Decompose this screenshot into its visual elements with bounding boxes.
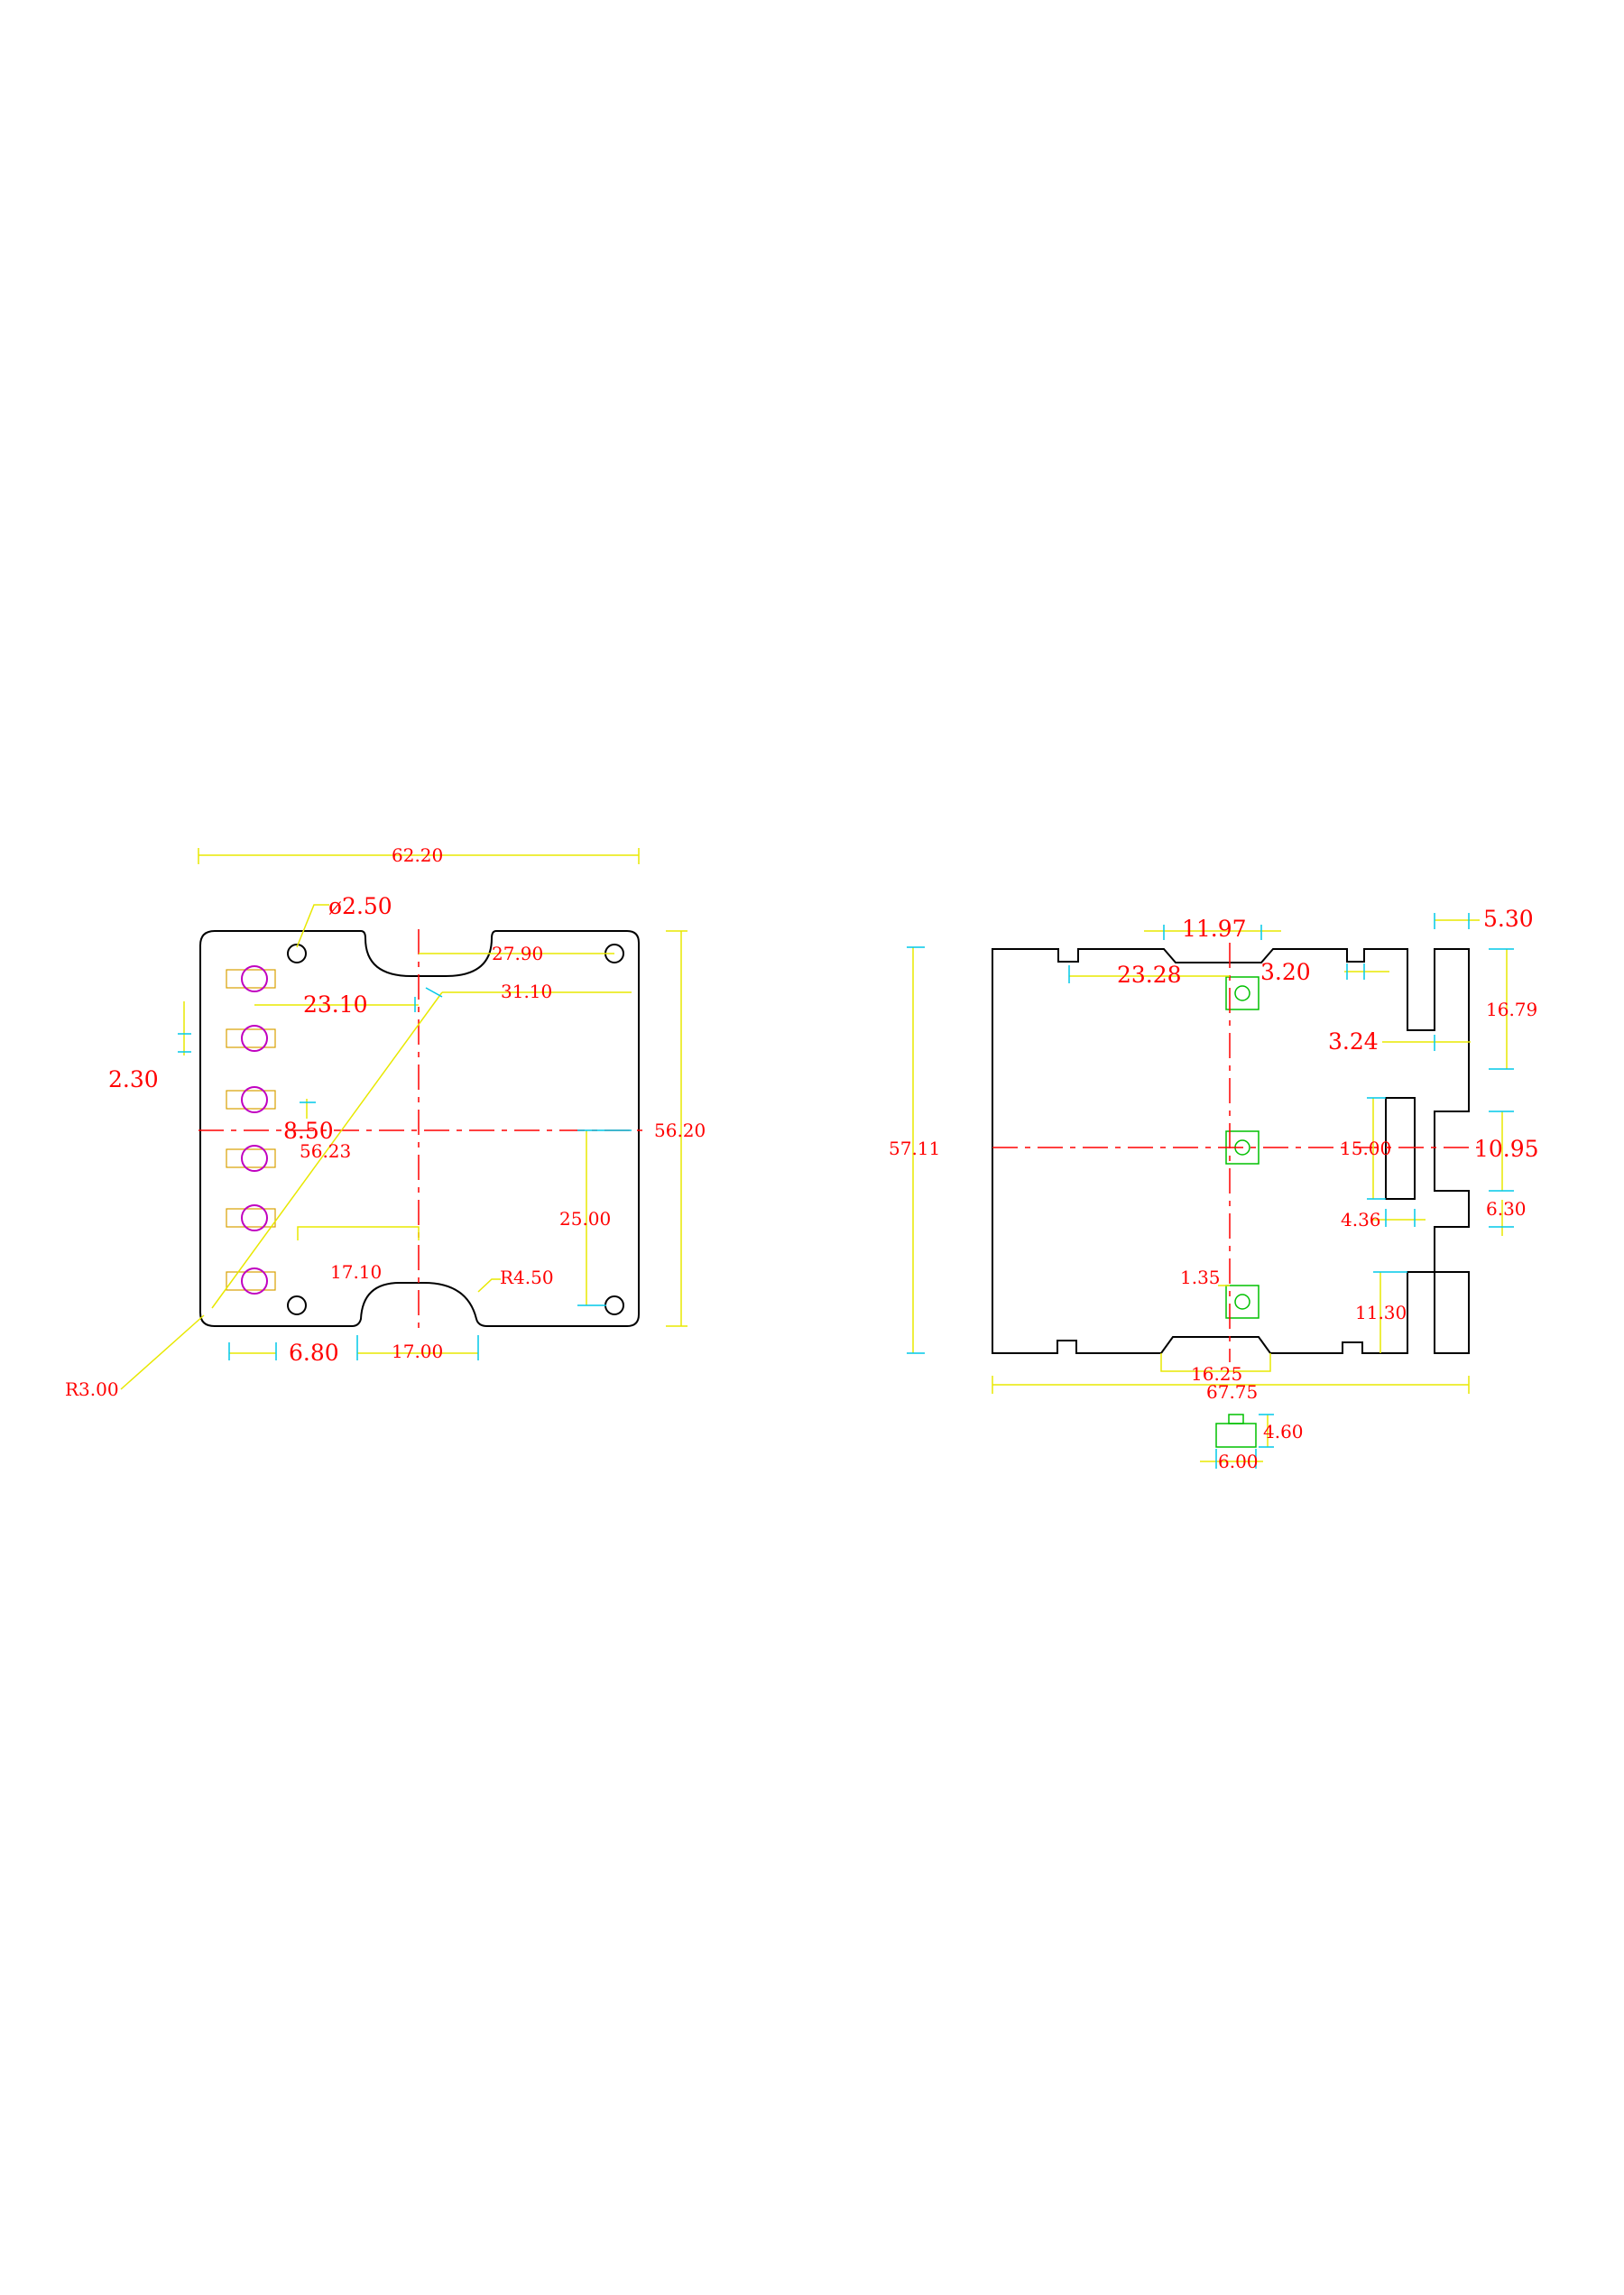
led-pad <box>226 1271 276 1291</box>
led-hole <box>241 965 268 992</box>
label-lower-finger: 11.30 <box>1355 1302 1407 1323</box>
led-column <box>226 965 276 1295</box>
detail-body <box>1215 1423 1257 1448</box>
label-overall-width: 62.20 <box>392 844 443 866</box>
label-top-notch-offset: 27.90 <box>492 943 543 964</box>
led-hole <box>241 1204 268 1231</box>
dim-line-diagonal <box>211 991 443 1309</box>
leader-hole-diameter <box>296 904 329 948</box>
label-bottom-offset: 17.10 <box>330 1261 382 1283</box>
led-hole <box>241 1267 268 1295</box>
label-hole-diameter: ø2.50 <box>328 893 392 919</box>
detail-part <box>1200 1414 1274 1469</box>
led-pad <box>226 969 276 989</box>
detail-tab <box>1228 1414 1244 1424</box>
window-slot <box>1385 1097 1416 1200</box>
label-right-overall-width: 67.75 <box>1206 1381 1258 1403</box>
dim-line-bottom-offset <box>297 1226 420 1240</box>
left-view <box>120 848 687 1390</box>
led-pad <box>226 1090 276 1110</box>
label-finger-gap: 3.24 <box>1328 1028 1379 1055</box>
led-hole <box>241 1086 268 1113</box>
led-pad <box>226 1148 276 1168</box>
label-right-overall-height: 57.11 <box>889 1138 940 1159</box>
left-board-outline <box>199 930 640 1327</box>
label-small-notch: 3.20 <box>1260 959 1311 985</box>
label-window-height: 15.00 <box>1340 1138 1391 1159</box>
mounting-hole-bottom-right <box>604 1295 624 1315</box>
led-pad <box>226 1028 276 1048</box>
component-top <box>1225 976 1260 1010</box>
label-led-to-center: 23.10 <box>303 991 368 1018</box>
dim-line-bottom-notch-right <box>1160 1353 1271 1372</box>
component-top-hole <box>1234 985 1250 1001</box>
mounting-hole-top-left <box>287 944 307 963</box>
mounting-hole-bottom-left <box>287 1295 307 1315</box>
label-notch-radius: R4.50 <box>500 1267 554 1288</box>
label-top-slot-width: 11.97 <box>1182 916 1247 942</box>
label-bottom-notch-width: 17.00 <box>392 1341 443 1362</box>
right-view <box>907 913 1514 1469</box>
label-window-width: 4.36 <box>1341 1209 1381 1230</box>
label-lower-hole-offset: 25.00 <box>559 1208 611 1230</box>
leader-corner-radius <box>120 1314 205 1390</box>
label-slot-depth: 8.50 <box>283 1118 334 1144</box>
label-overall-height: 56.20 <box>654 1120 706 1141</box>
component-bottom-hole <box>1234 1294 1250 1310</box>
label-detail-height: 4.60 <box>1263 1421 1304 1442</box>
component-bottom <box>1225 1285 1260 1319</box>
label-finger-spacing: 10.95 <box>1474 1136 1539 1162</box>
right-part-outline <box>992 948 1470 1354</box>
label-bottom-notch-width-right: 16.25 <box>1191 1363 1242 1385</box>
label-finger-gap-2: 6.30 <box>1486 1198 1527 1220</box>
led-pad <box>226 1208 276 1228</box>
label-detail-width: 6.00 <box>1218 1451 1259 1472</box>
label-led-pitch: 2.30 <box>108 1066 159 1092</box>
label-corner-radius: R3.00 <box>65 1378 119 1400</box>
label-led-margin: 6.80 <box>289 1340 339 1366</box>
label-component-offset: 1.35 <box>1180 1267 1221 1288</box>
label-top-offset: 23.28 <box>1117 962 1182 988</box>
label-diagonal-length: 56.23 <box>300 1140 351 1162</box>
ext-line <box>425 987 443 998</box>
leader-notch-radius <box>477 1278 501 1293</box>
led-hole <box>241 1145 268 1172</box>
led-hole <box>241 1025 268 1052</box>
label-arm-width: 5.30 <box>1483 906 1534 932</box>
label-finger-height: 16.79 <box>1486 999 1537 1020</box>
label-diagonal-span: 31.10 <box>501 981 552 1002</box>
